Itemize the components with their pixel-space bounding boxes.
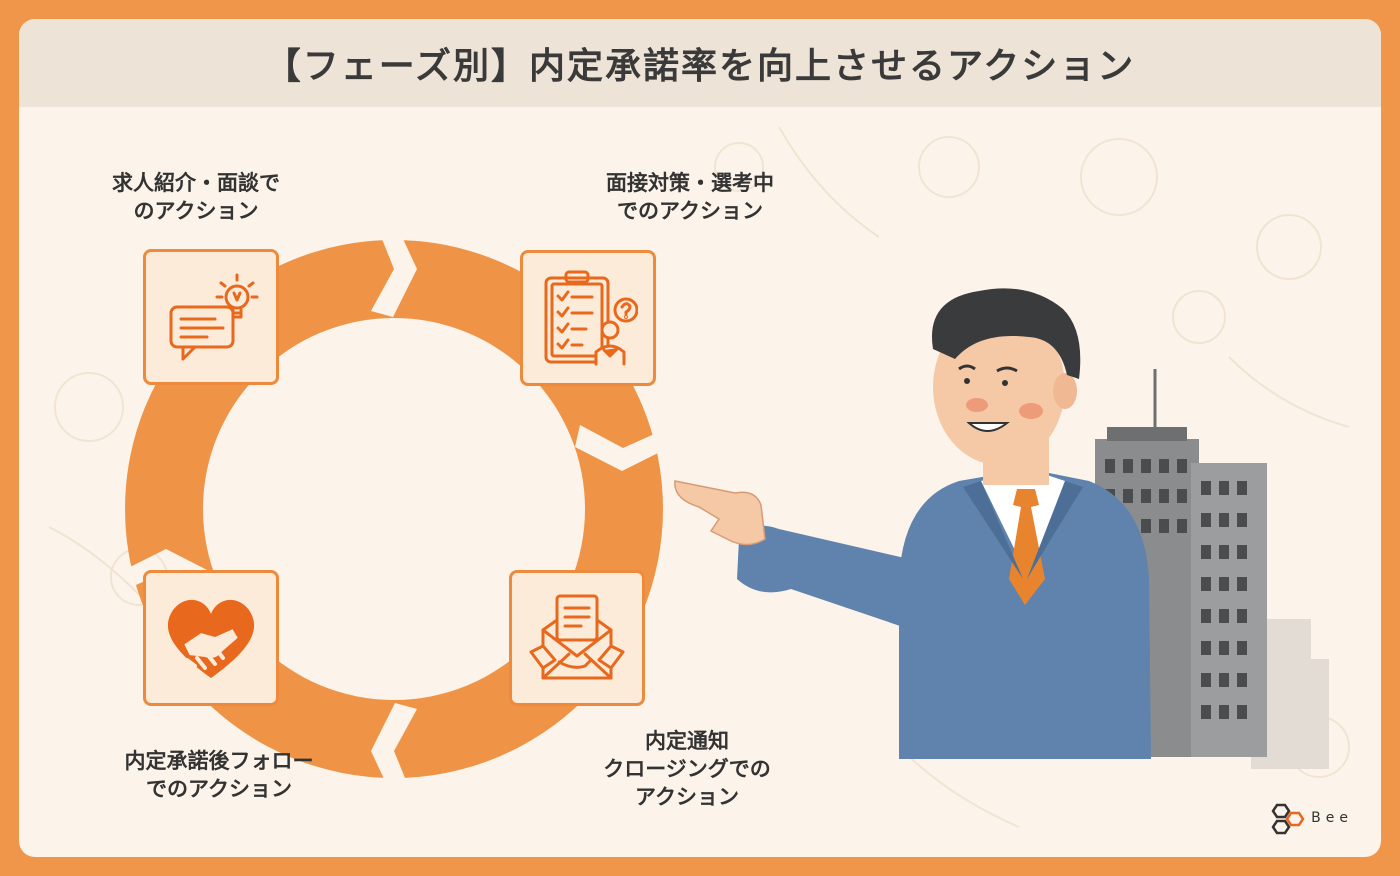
phase-3-label: 内定通知 クロージングでの アクション — [567, 727, 807, 811]
logo-text: Bee — [1311, 810, 1353, 826]
phase-4-card — [143, 570, 279, 706]
phase-3-label-line1: 内定通知 — [645, 729, 729, 753]
brand-logo: Bee — [1271, 801, 1353, 835]
phase-1-card — [143, 249, 279, 385]
phase-2-label-line2: でのアクション — [617, 199, 763, 223]
businessman-illustration — [674, 288, 1329, 769]
phase-3-label-line2: クロージングでの — [603, 757, 771, 781]
phase-4-label-line1: 内定承諾後フォロー — [124, 749, 314, 773]
envelope-handshake-icon — [529, 594, 625, 680]
phase-1-label: 求人紹介・面談で のアクション — [81, 169, 311, 225]
page-title: 【フェーズ別】内定承諾率を向上させるアクション — [264, 46, 1136, 87]
phase-2-label: 面接対策・選考中 でのアクション — [570, 169, 810, 225]
phase-3-card — [509, 570, 645, 706]
phase-4-label: 内定承諾後フォロー でのアクション — [89, 747, 349, 803]
phase-1-label-line1: 求人紹介・面談で — [112, 171, 280, 195]
phase-1-label-line2: のアクション — [133, 199, 259, 223]
lightbulb-speech-icon — [169, 273, 259, 361]
clipboard-checklist-icon — [544, 270, 638, 366]
heart-handshake-icon — [167, 599, 255, 678]
bee-logo-icon — [1271, 803, 1305, 835]
title-bar: 【フェーズ別】内定承諾率を向上させるアクション — [19, 19, 1381, 107]
phase-4-label-line2: でのアクション — [146, 777, 292, 801]
phase-2-card — [520, 250, 656, 386]
phase-3-label-line3: アクション — [635, 785, 739, 809]
phase-2-label-line1: 面接対策・選考中 — [606, 171, 774, 195]
infographic-card: 【フェーズ別】内定承諾率を向上させるアクション — [19, 19, 1381, 857]
